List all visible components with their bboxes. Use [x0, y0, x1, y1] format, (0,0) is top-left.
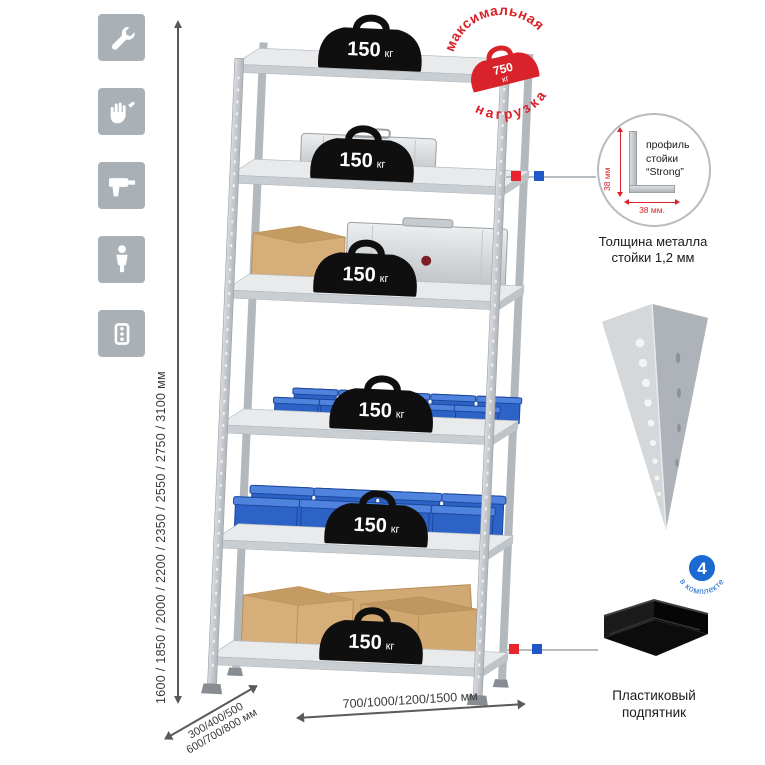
feature-tile-drill: [98, 162, 145, 209]
plastic-foot-image: [603, 598, 709, 656]
back-right-foot: [492, 679, 509, 688]
svg-text:максимальная: максимальная: [433, 0, 549, 57]
gloves-icon: [110, 101, 135, 123]
drill-icon: [108, 177, 135, 196]
stamp-value: 750: [492, 60, 515, 79]
feature-tile-gloves: [98, 88, 145, 135]
perforated-angle-image: [602, 303, 708, 531]
profile-label: профиль стойки “Strong”: [646, 139, 690, 179]
case-latch: [421, 255, 432, 266]
profile-callout: 38 мм 38 мм. профиль стойки “Strong”: [597, 113, 711, 227]
height-dimension: 1600 / 1850 / 2000 / 2200 / 2350 / 2550 …: [154, 20, 185, 704]
profile-dim-vertical-label: 38 мм: [602, 167, 612, 191]
profile-vertical-leg: [629, 131, 637, 193]
back-left-foot: [226, 667, 243, 677]
profile-horizontal-leg: [629, 185, 675, 193]
post-perforation: [477, 87, 506, 688]
back-right-post: [498, 53, 534, 680]
height-dimension-line-wrap: [171, 20, 185, 704]
profile-caption: Толщина металла стойки 1,2 мм: [598, 234, 708, 266]
red-clip-marker: [511, 171, 521, 181]
perforated-profile-icon: [114, 322, 129, 345]
post-perforation: [211, 76, 240, 676]
connector-line-top: [506, 176, 596, 178]
blue-clip-marker: [534, 171, 544, 181]
front-left-foot: [201, 683, 223, 695]
included-badge: в комплекте 4: [678, 553, 726, 596]
stamp-arc-top: максимальная: [433, 0, 549, 57]
person-icon: [115, 244, 128, 272]
height-dimension-line: [174, 20, 181, 704]
foot-caption: Пластиковый подпятник: [612, 688, 696, 720]
wrench-icon: [111, 26, 135, 50]
height-dimension-label: 1600 / 1850 / 2000 / 2200 / 2350 / 2550 …: [154, 371, 168, 704]
feature-tile-person: [98, 236, 145, 283]
profile-dim-horizontal-label: 38 мм.: [639, 205, 665, 215]
blue-clip-marker: [532, 644, 542, 654]
front-right-foot: [466, 695, 488, 706]
stamp-weight-icon: 750 кг: [471, 45, 540, 93]
max-load-stamp: максимальная нагрузка 750 кг: [433, 0, 554, 130]
feature-tile-profile: [98, 310, 145, 357]
stamp-unit: кг: [501, 73, 510, 84]
profile-dim-line-vertical: [617, 127, 624, 197]
feature-tile-wrench: [98, 14, 145, 61]
profile-dim-line-horizontal: [624, 199, 680, 206]
included-badge-value: 4: [697, 559, 707, 578]
connector-line-bottom: [504, 649, 598, 651]
red-clip-marker: [509, 644, 519, 654]
